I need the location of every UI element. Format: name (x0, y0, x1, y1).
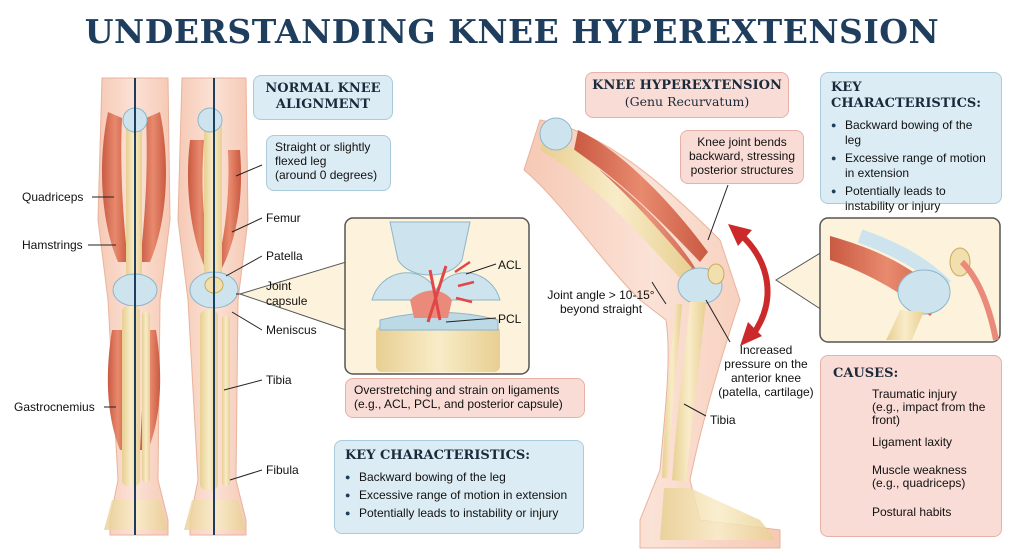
angle-line2: beyond straight (559, 302, 643, 316)
label-quadriceps: Quadriceps (22, 190, 84, 204)
weakness-line1: Muscle weakness (872, 463, 967, 477)
normal-heading-line2: ALIGNMENT (275, 97, 371, 112)
joint-angle-note: Joint angle > 10-15° beyond straight (543, 288, 659, 316)
normal-note-line1: Straight or slightly (275, 140, 371, 154)
hyperextension-zoom-panel (775, 217, 1001, 343)
knee-zoom-panel (238, 217, 530, 375)
key-bottom-heading: KEY CHARACTERISTICS: (345, 448, 531, 463)
causes-box: CAUSES: (820, 355, 1002, 537)
trauma-line1: Traumatic injury (872, 387, 957, 401)
pressure-line3: anterior knee (730, 371, 802, 385)
normal-note-line3: (around 0 degrees) (275, 168, 378, 182)
key-top-item2-line1: Excessive range of motion (845, 151, 986, 165)
key-top-item: Backward bowing of the leg (831, 118, 991, 148)
leg-front-muscles (97, 77, 171, 536)
normal-note-box: Straight or slightly flexed leg (around … (266, 135, 391, 191)
normal-knee-heading: NORMAL KNEE ALIGNMENT (253, 75, 393, 120)
label-fibula: Fibula (266, 463, 299, 477)
pressure-line4: (patella, cartilage) (718, 385, 814, 399)
label-femur: Femur (266, 211, 301, 225)
trauma-line3: front) (872, 413, 901, 427)
label-tibia: Tibia (266, 373, 292, 387)
pressure-line2: pressure on the (724, 357, 808, 371)
cause-laxity: Ligament laxity (872, 435, 953, 449)
label-joint: Joint (266, 279, 292, 293)
pressure-line1: Increased (739, 343, 793, 357)
key-top-item3-line1: Potentially leads to (845, 184, 946, 198)
key-bottom-item: Potentially leads to instability or inju… (345, 506, 573, 521)
label-hamstrings: Hamstrings (22, 238, 83, 252)
key-characteristics-bottom: KEY CHARACTERISTICS: Backward bowing of … (334, 440, 584, 534)
label-capsule: capsule (266, 294, 308, 308)
pressure-note: Increased pressure on the anterior knee … (716, 343, 816, 399)
bend-line3: posterior structures (690, 163, 794, 177)
bend-line1: Knee joint bends (697, 135, 787, 149)
strain-line2: (e.g., ACL, PCL, and posterior capsule) (354, 397, 563, 411)
label-pcl: PCL (498, 312, 522, 326)
cause-weakness: Muscle weakness (e.g., quadriceps) (872, 464, 967, 490)
key-top-item3-line2: instability or injury (845, 199, 941, 213)
hyperextension-heading: KNEE HYPEREXTENSION (Genu Recurvatum) (585, 72, 789, 118)
bend-line2: backward, stressing (688, 149, 796, 163)
label-patella: Patella (266, 249, 303, 263)
label-meniscus: Meniscus (266, 323, 317, 337)
bend-note-box: Knee joint bends backward, stressing pos… (680, 130, 804, 184)
hyper-subheading: (Genu Recurvatum) (624, 94, 750, 109)
causes-heading: CAUSES: (833, 366, 899, 381)
label-gastrocnemius: Gastrocnemius (14, 400, 95, 414)
leg-hyperextended (523, 117, 781, 549)
strain-line1: Overstretching and strain on ligaments (354, 383, 560, 397)
normal-note-line2: flexed leg (275, 154, 327, 168)
key-top-item2-line2: in extension (845, 166, 910, 180)
key-bottom-item: Backward bowing of the leg (345, 470, 573, 485)
key-bottom-item: Excessive range of motion in extension (345, 488, 573, 503)
angle-line1: Joint angle > 10-15° (547, 288, 655, 302)
hyper-heading: KNEE HYPEREXTENSION (592, 78, 782, 93)
cause-trauma: Traumatic injury (e.g., impact from the … (872, 388, 985, 427)
ligament-strain-box: Overstretching and strain on ligaments (… (345, 378, 585, 418)
key-top-heading: KEY CHARACTERISTICS: (831, 80, 982, 111)
weakness-line2: (e.g., quadriceps) (872, 476, 966, 490)
normal-heading-line1: NORMAL KNEE (265, 81, 381, 96)
label-tibia-hyper: Tibia (710, 413, 736, 427)
key-top-item1: Backward bowing of the leg (845, 118, 973, 147)
key-characteristics-top: KEY CHARACTERISTICS: Backward bowing of … (820, 72, 1002, 213)
trauma-line2: (e.g., impact from the (872, 400, 986, 414)
label-acl: ACL (498, 258, 522, 272)
cause-posture: Postural habits (872, 505, 952, 519)
page-title: UNDERSTANDING KNEE HYPEREXTENSION (84, 12, 940, 51)
leg-front-bones (177, 77, 249, 536)
